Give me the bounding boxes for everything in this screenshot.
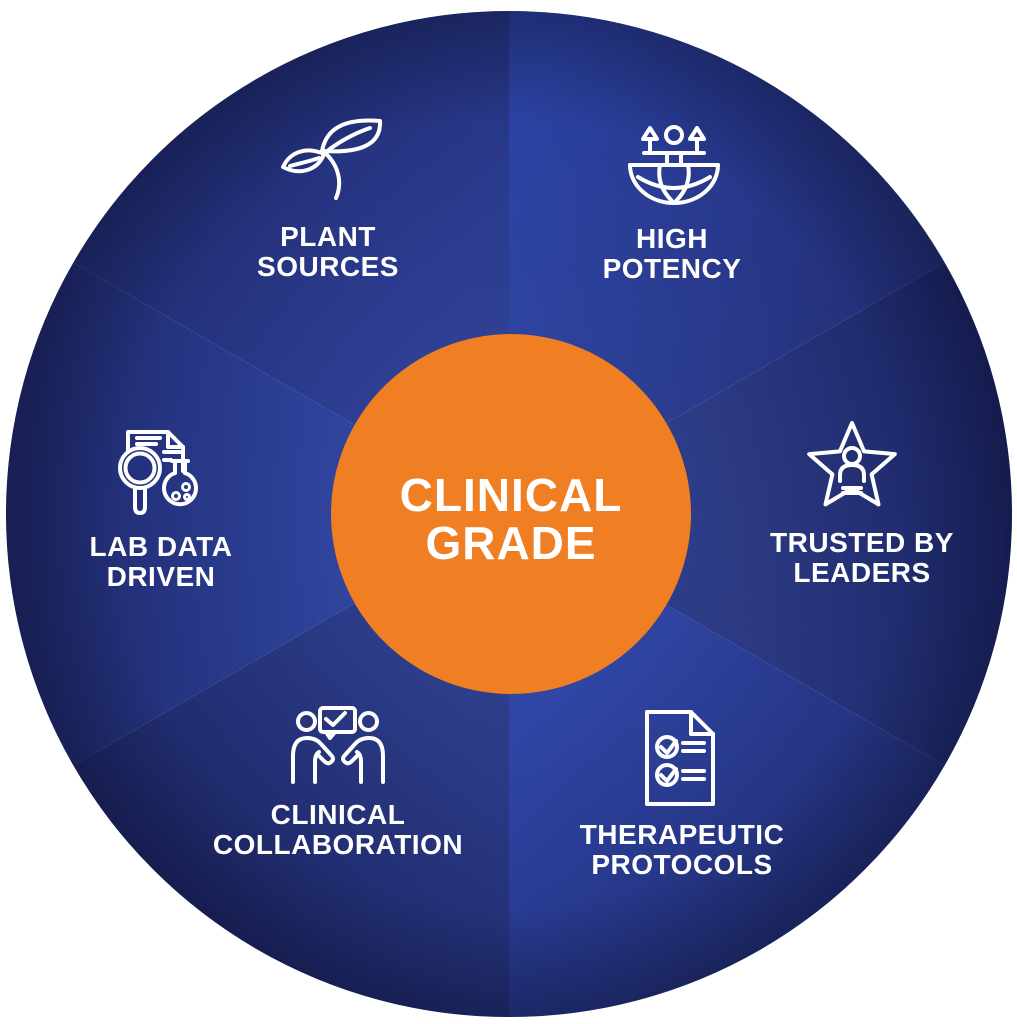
segment-label-collaboration-line2: COLLABORATION [213,829,463,860]
people-conversation-check-icon [291,706,385,784]
plant-leaves-icon [281,118,383,200]
segment-label-potency-line1: HIGH [636,223,708,254]
segment-label-potency-line2: POTENCY [603,253,742,284]
segment-label-trusted-line2: LEADERS [793,557,930,588]
center-title-line1: CLINICAL [400,469,623,521]
segment-label-plant-line1: PLANT [280,221,376,252]
segment-label-collaboration-line1: CLINICAL [271,799,406,830]
segment-label-labdata-line1: LAB DATA [90,531,233,562]
star-person-icon [807,421,897,507]
segment-label-therapeutic-line1: THERAPEUTIC [580,819,785,850]
segment-labels: PLANT SOURCES HIGH POTENCY TRUSTED BY LE… [90,221,954,880]
center-badge [331,334,691,694]
segment-label-trusted-line1: TRUSTED BY [770,527,954,558]
checklist-document-icon [645,710,715,806]
segment-label-plant-line2: SOURCES [257,251,399,282]
magnifier-document-flask-icon [118,430,198,515]
person-growth-globe-icon [628,125,720,205]
center-title-line2: GRADE [425,517,596,569]
segment-label-labdata-line2: DRIVEN [107,561,216,592]
segment-label-therapeutic-line2: PROTOCOLS [591,849,772,880]
